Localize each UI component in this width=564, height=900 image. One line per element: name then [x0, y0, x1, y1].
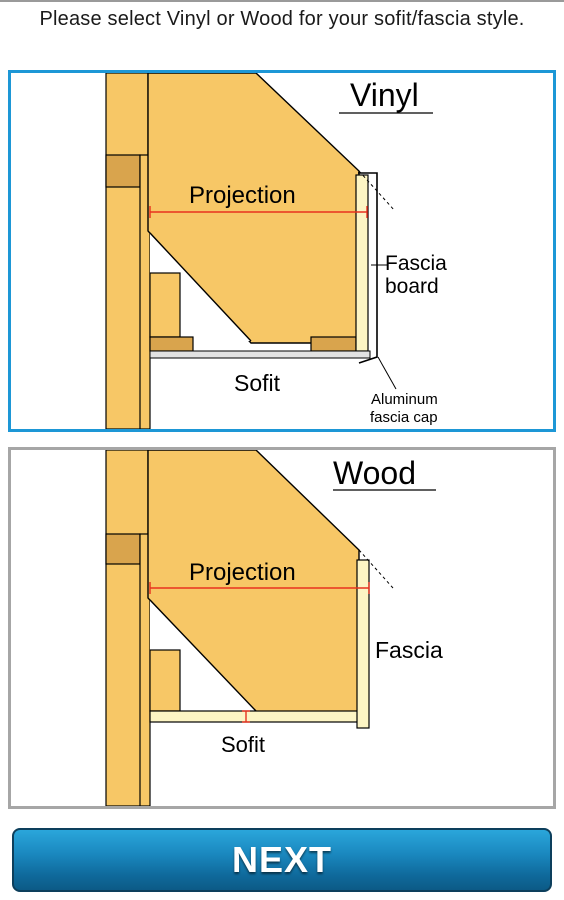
vinyl-soffit-panel	[149, 350, 371, 359]
vinyl-title: Vinyl	[350, 77, 419, 113]
vinyl-cap-label-1: Aluminum	[371, 391, 438, 408]
vinyl-option-card[interactable]: Vinyl Projection Fascia board Sofit Alum…	[8, 70, 556, 432]
wood-projection-label: Projection	[189, 559, 296, 586]
vinyl-top-plate	[105, 154, 141, 188]
vinyl-nailer	[149, 272, 181, 338]
wood-soffit-board	[149, 710, 359, 723]
wood-roof-dash	[358, 549, 394, 589]
wood-top-plate	[105, 533, 141, 565]
wood-sofit-label: Sofit	[221, 732, 265, 757]
next-button[interactable]: NEXT	[12, 828, 552, 892]
wood-option-card[interactable]: Wood Projection Fascia Sofit	[8, 447, 556, 809]
top-divider	[0, 0, 564, 2]
vinyl-ledger	[149, 336, 194, 352]
instruction-text: Please select Vinyl or Wood for your sof…	[39, 8, 525, 30]
wood-fascia-board	[356, 559, 370, 729]
vinyl-fascia-board-label-1: Fascia	[385, 252, 447, 275]
vinyl-cap-label-2: fascia cap	[370, 409, 438, 426]
wood-nailer	[149, 649, 181, 712]
vinyl-fascia-board-label-2: board	[385, 275, 439, 298]
wood-diagram: Wood Projection Fascia Sofit	[105, 450, 443, 806]
vinyl-diagram: Vinyl Projection Fascia board Sofit Alum…	[105, 73, 447, 429]
wood-fascia-label: Fascia	[375, 637, 443, 663]
vinyl-projection-label: Projection	[189, 182, 296, 209]
wood-title: Wood	[333, 455, 416, 491]
vinyl-sub-fascia-block	[310, 336, 357, 352]
vinyl-roof-dash	[358, 170, 396, 212]
vinyl-sofit-label: Sofit	[234, 370, 281, 396]
vinyl-fascia-board	[355, 174, 369, 352]
